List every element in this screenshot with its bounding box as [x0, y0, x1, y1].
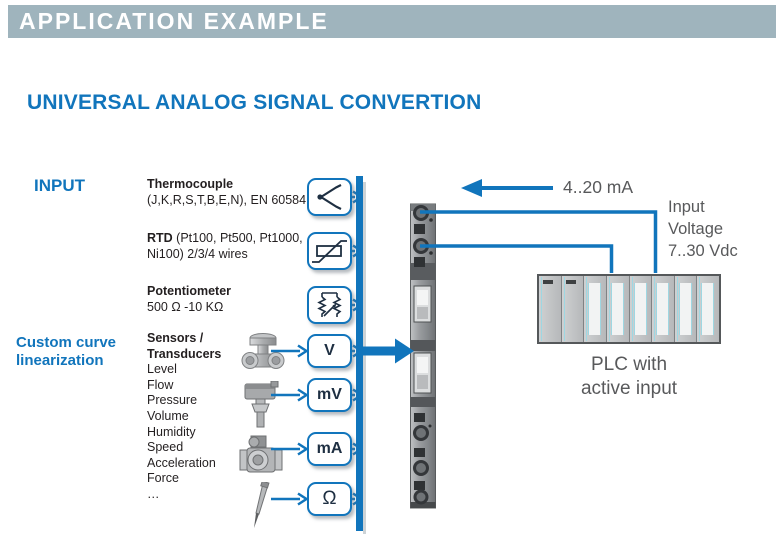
- rtd-spec-line1: RTD (Pt100, Pt500, Pt1000,: [147, 231, 325, 247]
- plc-module-door: [588, 283, 602, 335]
- plc-module-door: [610, 283, 624, 335]
- sensor-list-item: Speed: [147, 440, 184, 455]
- plc-module: [697, 276, 719, 342]
- potentiometer-symbol-icon: [316, 292, 342, 317]
- wire-converter-to-plc-1: [420, 210, 658, 273]
- input-voltage-line2: Voltage: [668, 220, 724, 238]
- input-voltage-line1: Input: [668, 198, 705, 216]
- plc-accent-line: [608, 277, 610, 341]
- rtd-spec-detail: Ni100) 2/3/4 wires: [147, 246, 248, 261]
- flow-sensor-image: [239, 435, 283, 473]
- thermocouple-symbol-icon: [316, 184, 341, 210]
- current-loop-label: 4..20 mA: [563, 177, 634, 197]
- valve-sensor-image: [241, 333, 285, 369]
- millivolt-box: mV: [307, 378, 352, 412]
- plc-module-door: [633, 283, 647, 335]
- voltage-box: V: [307, 334, 352, 368]
- custom-curve-label: Custom curve linearization: [16, 334, 116, 370]
- arrow-ohm-to-bus: [352, 492, 364, 506]
- plc-module-door: [701, 283, 715, 335]
- thermocouple-spec: Thermocouple (J,K,R,S,T,B,E,N), EN 60584: [147, 177, 325, 208]
- sensors-title-line2: Transducers: [147, 346, 222, 361]
- thermocouple-spec-title: Thermocouple: [147, 177, 234, 191]
- sensor-list-item: Flow: [147, 377, 174, 392]
- plc-module: [629, 276, 653, 342]
- sensor-list-item: Level: [147, 362, 177, 377]
- plc-accent-line: [563, 277, 565, 341]
- current-loop-arrow: [461, 179, 553, 197]
- sensor-list-item: Force: [147, 471, 179, 486]
- plc-module-door: [656, 283, 670, 335]
- plc-accent-line: [586, 277, 588, 341]
- thermocouple-spec-detail: (J,K,R,S,T,B,E,N), EN 60584: [147, 192, 307, 207]
- rtd-spec-title-suffix: (Pt100, Pt500, Pt1000,: [172, 231, 303, 245]
- temperature-probe-sensor-image: [254, 482, 270, 528]
- plc-module-door: [678, 283, 692, 335]
- potentiometer-input-box: [307, 286, 352, 324]
- potentiometer-spec-detail: 500 Ω -10 KΩ: [147, 299, 224, 314]
- pressure-transmitter-sensor-image: [244, 381, 279, 428]
- header-title: APPLICATION EXAMPLE: [19, 8, 329, 34]
- ohm-box: Ω: [307, 482, 352, 516]
- sensors-transducers-list: Sensors / Transducers Level Flow Pressur…: [147, 331, 221, 503]
- rtd-spec: RTD (Pt100, Pt500, Pt1000, Ni100) 2/3/4 …: [147, 231, 325, 262]
- custom-curve-line1: Custom curve: [16, 334, 117, 351]
- rtd-symbol-icon: [311, 240, 347, 263]
- plc-caption: PLC with active input: [537, 353, 721, 401]
- plc-vent-dash: [565, 280, 576, 284]
- plc-module: [539, 276, 562, 342]
- arrow-rtd-to-bus: [352, 244, 364, 258]
- plc-rack: [537, 274, 721, 344]
- sensor-list-item: Pressure: [147, 393, 198, 408]
- plc-module: [584, 276, 607, 342]
- potentiometer-spec: Potentiometer 500 Ω -10 KΩ: [147, 284, 325, 315]
- rtd-input-box: [307, 232, 352, 270]
- custom-curve-line2: linearization: [16, 352, 104, 369]
- arrow-ma-to-bus: [352, 442, 364, 456]
- plc-module: [606, 276, 630, 342]
- plc-accent-line: [654, 277, 656, 341]
- input-voltage-line3: 7..30 Vdc: [668, 242, 738, 260]
- input-section-label: INPUT: [34, 176, 85, 195]
- plc-accent-line: [676, 277, 678, 341]
- thermocouple-input-box: [307, 178, 352, 216]
- page-title: UNIVERSAL ANALOG SIGNAL CONVERTION: [27, 91, 482, 114]
- arrow-sensor-to-ohm: [271, 492, 309, 506]
- plc-module: [561, 276, 585, 342]
- header-bar: APPLICATION EXAMPLE: [8, 5, 776, 38]
- sensors-title-line1: Sensors /: [147, 331, 204, 345]
- sensor-list-item: Acceleration: [147, 455, 216, 470]
- arrow-mv-to-bus: [352, 388, 364, 402]
- sensor-list-item: …: [147, 486, 160, 501]
- milliamp-box: mA: [307, 432, 352, 466]
- bus-to-converter-arrow: [361, 338, 414, 364]
- arrow-thermocouple-to-bus: [352, 190, 364, 204]
- arrow-v-to-bus: [352, 344, 364, 358]
- plc-module: [652, 276, 675, 342]
- arrow-potentiometer-to-bus: [352, 298, 364, 312]
- plc-caption-line1: PLC with: [590, 354, 668, 375]
- potentiometer-spec-title: Potentiometer: [147, 284, 232, 298]
- plc-accent-line: [699, 277, 701, 341]
- plc-accent-line: [541, 277, 542, 341]
- sensor-list-item: Humidity: [147, 424, 196, 439]
- signal-converter-module: [410, 203, 436, 509]
- wire-converter-to-plc-2: [420, 244, 614, 273]
- sensor-list-item: Volume: [147, 408, 189, 423]
- plc-caption-line2: active input: [580, 378, 678, 399]
- plc-accent-line: [631, 277, 633, 341]
- rtd-spec-title: RTD: [147, 231, 173, 245]
- plc-module: [674, 276, 698, 342]
- input-voltage-label: Input Voltage 7..30 Vdc: [668, 196, 738, 262]
- plc-vent-dash: [543, 280, 553, 284]
